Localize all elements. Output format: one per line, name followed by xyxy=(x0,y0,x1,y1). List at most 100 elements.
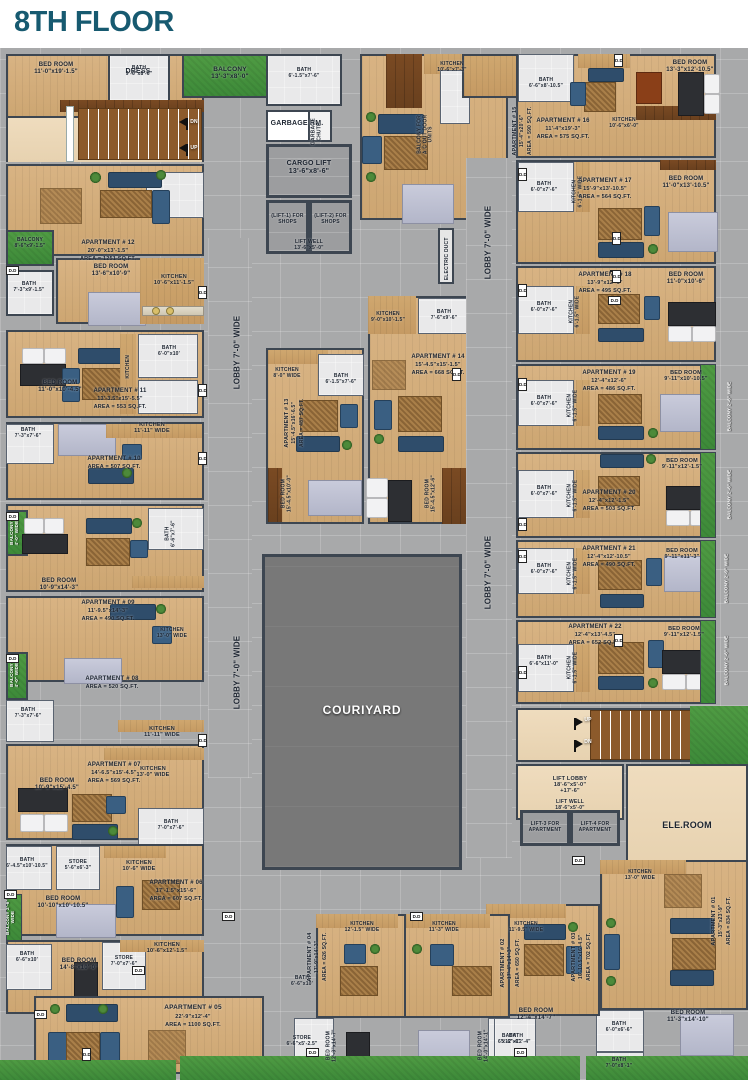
badge-dd-6: D.D xyxy=(6,654,19,663)
grass-right xyxy=(690,706,748,764)
badge-dd-7: D.D xyxy=(198,734,207,747)
badge-dd-21: D.D xyxy=(572,856,585,865)
bath-apt22 xyxy=(518,644,574,692)
bath-apt11 xyxy=(138,334,198,378)
kitchen-apt17 xyxy=(576,162,590,212)
badge-dd-16: D.D xyxy=(518,284,527,297)
kitchen-apt20 xyxy=(576,470,590,518)
lift-1-shops xyxy=(266,200,309,254)
bath-apt12-c xyxy=(6,270,54,316)
badge-dd-17: D.D xyxy=(518,378,527,391)
badge-dd-9: D.D xyxy=(34,1010,47,1019)
lobby-left xyxy=(208,238,252,778)
bath-apt01a xyxy=(596,1010,644,1052)
bath-apt20 xyxy=(518,470,574,518)
kitchen-apt22 xyxy=(576,644,590,692)
bath-apt11-b xyxy=(138,380,198,414)
balcony-r3 xyxy=(700,540,716,618)
badge-dd-12: D.D xyxy=(306,1048,319,1057)
up-arrow-icon xyxy=(179,144,186,152)
badge-dd-18: D.D xyxy=(518,518,527,531)
lift-3-apartment xyxy=(520,810,570,846)
badge-dd-3: D.D xyxy=(198,384,207,397)
balcony-apt08 xyxy=(6,652,28,700)
balcony-apt06 xyxy=(6,894,22,942)
kitchen-apt11 xyxy=(120,334,136,414)
kitchen-apt14 xyxy=(368,296,416,334)
down-arrow-icon-right xyxy=(576,740,583,748)
badge-dd-13: D.D xyxy=(514,1048,527,1057)
bath-apt17 xyxy=(518,162,574,212)
grass-bottom xyxy=(180,1056,580,1080)
badge-dd-5: D.D xyxy=(6,512,19,521)
kitchen-apt18 xyxy=(576,286,590,334)
lift-2-shops xyxy=(309,200,352,254)
kitchen-apt19 xyxy=(576,380,590,426)
grass-bottom-left xyxy=(0,1060,176,1080)
lift-4-apartment xyxy=(570,810,620,846)
kitchen-apt01 xyxy=(600,860,686,874)
bath-center-top xyxy=(266,54,342,106)
bath-apt18 xyxy=(518,286,574,334)
kitchen-apt10 xyxy=(106,424,202,438)
kitchen-apt13 xyxy=(268,350,328,364)
bath-apt10 xyxy=(6,424,54,464)
down-arrow-icon xyxy=(179,118,186,126)
badge-dd-27: D.D xyxy=(82,1048,91,1061)
floor-plan-canvas: BED ROOM 11'-0"x19'-1.5" DRESS BATH 9'-6… xyxy=(0,48,748,1080)
grass-bottom-right xyxy=(586,1056,748,1080)
electric-duct xyxy=(438,228,454,284)
wall-apt17 xyxy=(660,160,716,170)
badge-dd-22: D.D xyxy=(612,232,621,245)
kitchen-apt05 xyxy=(120,940,204,952)
balcony-ac-units xyxy=(462,54,520,98)
badge-dd-26: D.D xyxy=(608,296,621,305)
bath-apt05 xyxy=(6,944,52,990)
badge-dd-15: D.D xyxy=(518,168,527,181)
kitchen-apt08 xyxy=(118,720,204,732)
kitchen-apt07 xyxy=(104,748,204,760)
balcony-r2 xyxy=(700,452,716,538)
page-header: 8TH FLOOR xyxy=(0,0,748,48)
bath-apt19 xyxy=(518,380,574,426)
courtyard xyxy=(262,554,462,870)
page-title: 8TH FLOOR xyxy=(14,6,174,38)
cargo-lift xyxy=(266,144,352,198)
kitchen-apt21 xyxy=(576,548,590,594)
kitchen-apt04 xyxy=(316,914,398,928)
garbage-chute xyxy=(308,110,332,142)
bath-apt13 xyxy=(318,354,364,396)
store-apt06 xyxy=(56,846,100,890)
badge-dd-8: D.D xyxy=(4,890,17,899)
wall-apt15 xyxy=(386,54,422,108)
bath-apt21 xyxy=(518,548,574,594)
badge-dd-11: D.D xyxy=(410,912,423,921)
badge-dd-20: D.D xyxy=(518,666,527,679)
bath-apt09 xyxy=(148,508,204,550)
balcony-r1 xyxy=(700,364,716,450)
up-arrow-icon-right xyxy=(576,718,583,726)
balcony-top xyxy=(182,54,278,98)
ele-room xyxy=(626,764,748,868)
bath-apt08 xyxy=(6,700,54,742)
bath-apt06 xyxy=(6,846,52,890)
badge-dd-25: D.D xyxy=(452,368,461,381)
staircase-top-left xyxy=(78,108,202,160)
badge-dd-24: D.D xyxy=(612,270,621,283)
badge-dd-1: D.D xyxy=(6,266,19,275)
badge-dd-28: D.D xyxy=(132,966,145,975)
badge-dd-14: D.D xyxy=(614,54,623,67)
staircase-right xyxy=(590,710,692,760)
badge-dd-10: D.D xyxy=(222,912,235,921)
bath-apt16 xyxy=(518,54,574,102)
badge-dd-19: D.D xyxy=(518,550,527,563)
stair-landing xyxy=(66,106,74,162)
kitchen-apt09 xyxy=(132,576,204,588)
kitchen-apt06 xyxy=(104,846,166,858)
balcony-apt12 xyxy=(6,230,54,266)
badge-dd-4: D.D xyxy=(198,452,207,465)
wall-apt13 xyxy=(268,468,282,522)
bath-apt14 xyxy=(418,298,470,334)
lobby-right xyxy=(466,158,512,858)
